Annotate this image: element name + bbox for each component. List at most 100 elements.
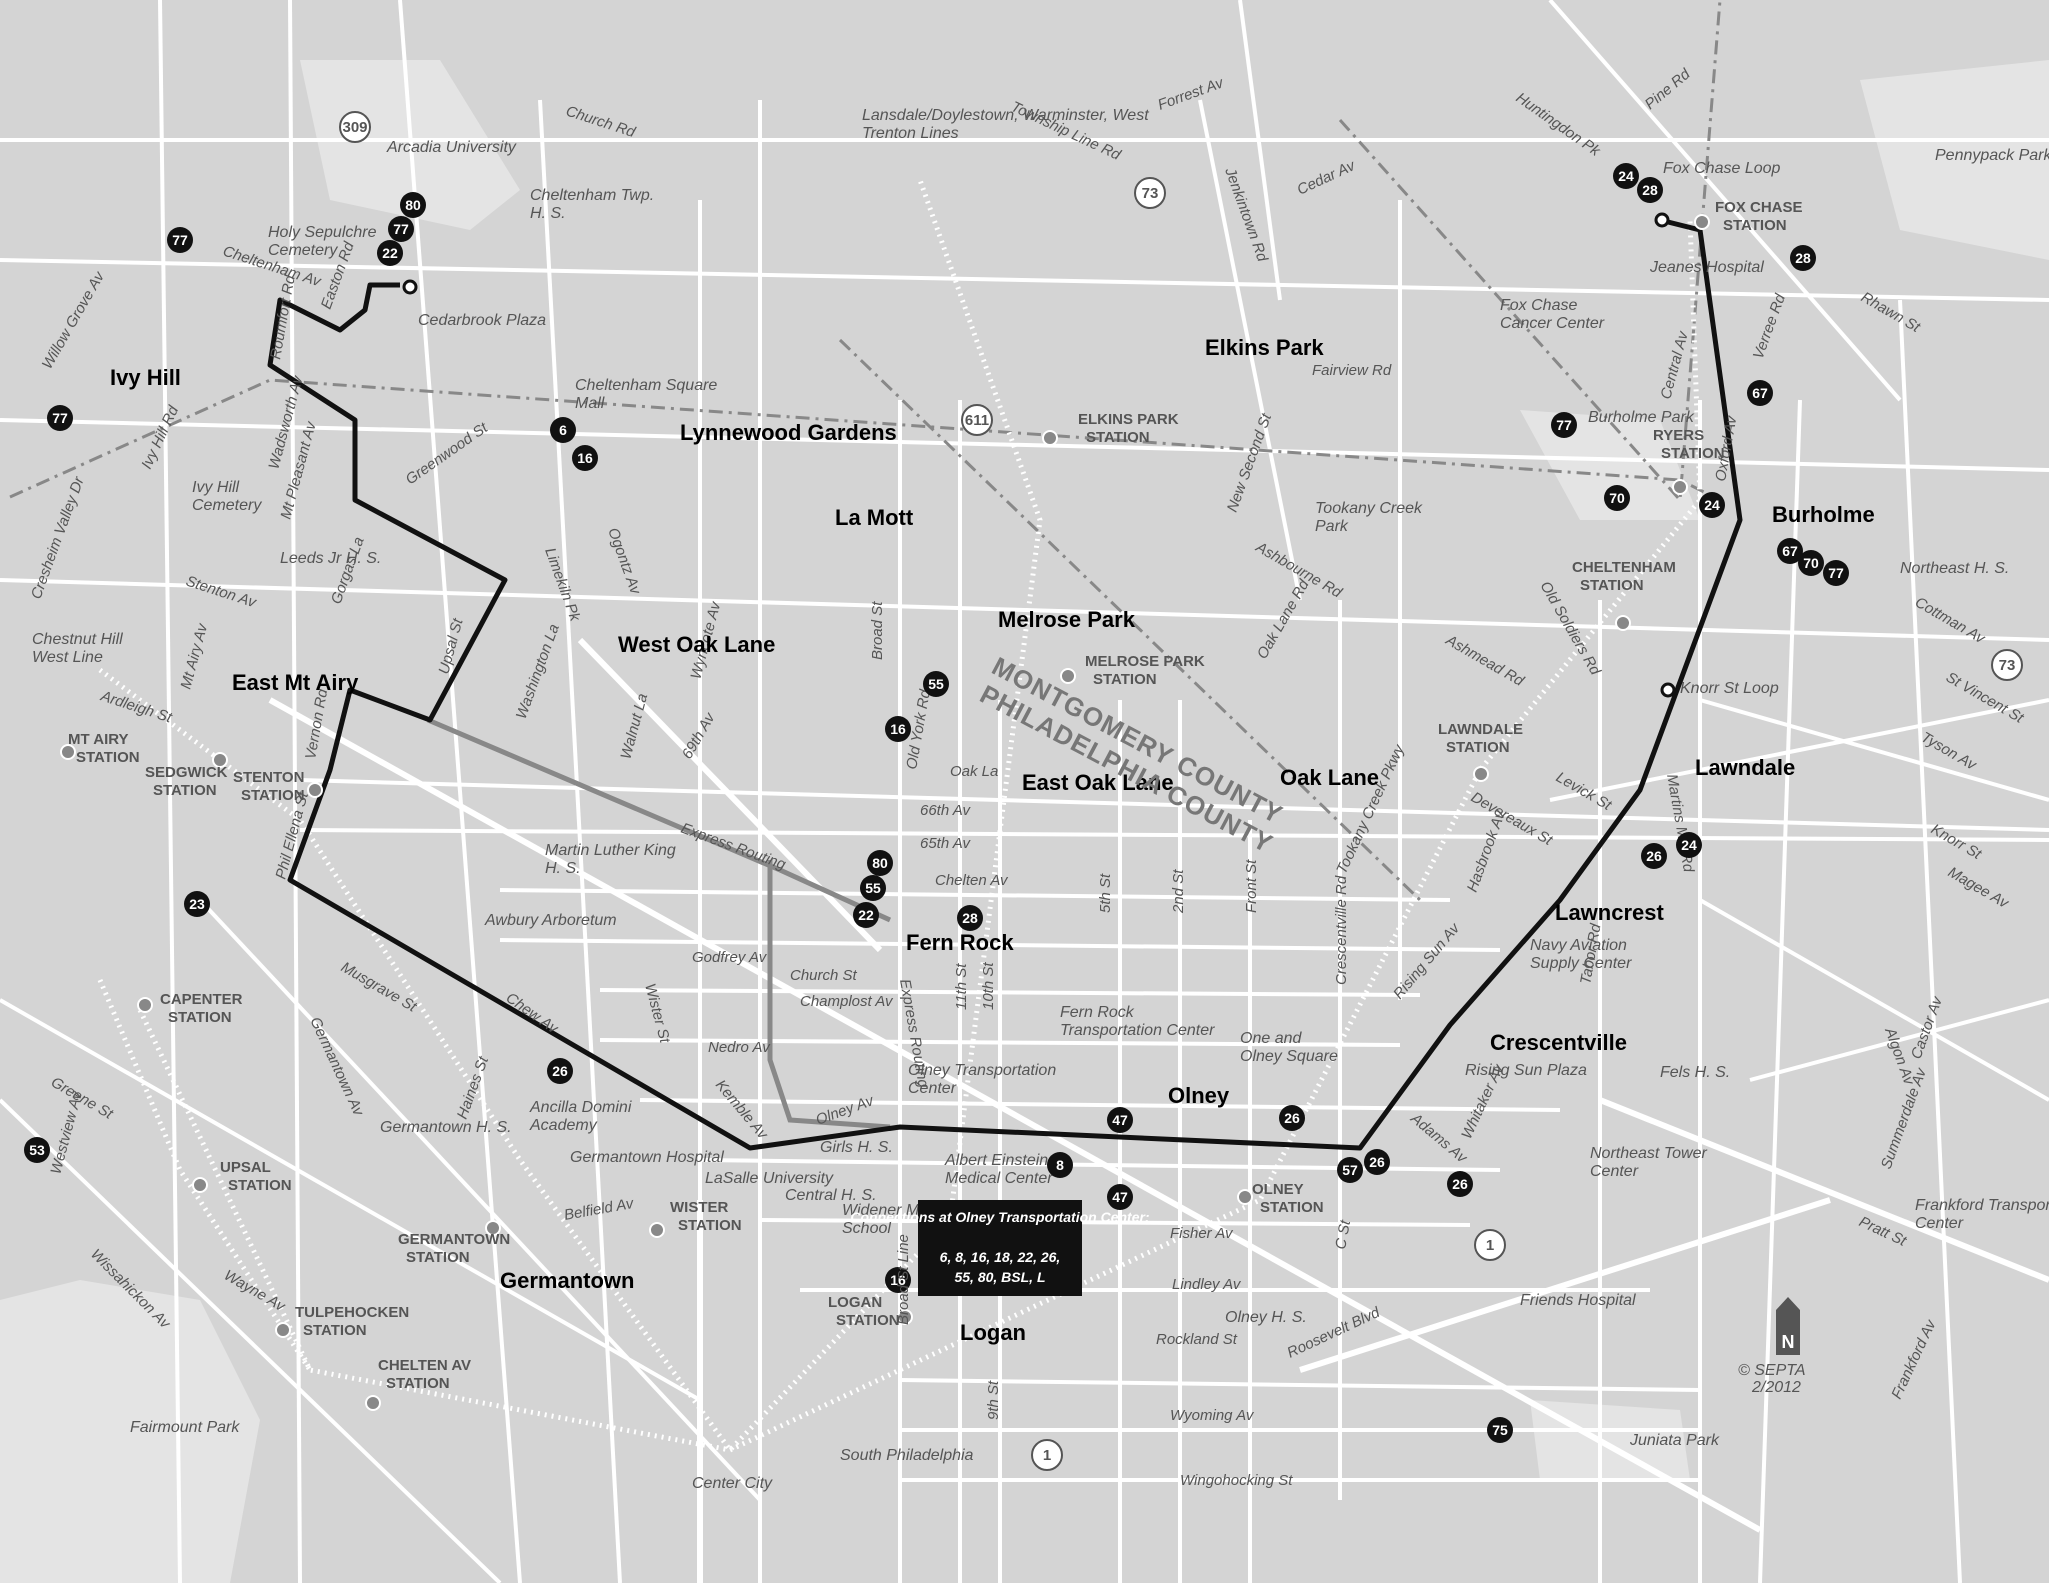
- hood-fern-rock: Fern Rock: [906, 930, 1014, 955]
- route-badge: [550, 417, 576, 443]
- route-badge-label: 26: [552, 1063, 568, 1079]
- fairmount-park: [0, 1280, 260, 1583]
- poi-label: Burholme Park: [1588, 409, 1695, 426]
- street-label: 65th Av: [920, 835, 972, 852]
- route-badge-label: 28: [1795, 250, 1811, 266]
- poi-label: Juniata Park: [1629, 1432, 1720, 1449]
- highway-shield-icon: [1134, 177, 1166, 209]
- station-label: MELROSE PARK: [1085, 653, 1205, 670]
- route-badge: [1337, 1157, 1363, 1183]
- highway-shield-icon: [1991, 649, 2023, 681]
- poi-label: Jeanes Hospital: [1649, 259, 1764, 276]
- poi-label: Friends Hospital: [1520, 1292, 1636, 1309]
- pennypack-park: [1860, 60, 2049, 260]
- connections-routes: 6, 8, 16, 18, 22, 26,: [940, 1249, 1061, 1265]
- poi-label-2: Medical Center: [945, 1170, 1053, 1187]
- route-badge-label: 16: [577, 450, 593, 466]
- poi-label: Arcadia University: [386, 139, 517, 156]
- route-badge-label: 67: [1752, 385, 1768, 401]
- station-label-suffix: STATION: [406, 1249, 470, 1266]
- poi-label-2: Park: [1315, 518, 1349, 535]
- poi-label: One and: [1240, 1030, 1302, 1047]
- poi-label: Cedarbrook Plaza: [418, 312, 546, 329]
- poi-label: Ivy Hill: [192, 479, 240, 496]
- highway-shield-label: 1: [1486, 1237, 1494, 1254]
- poi-label-2: Cancer Center: [1500, 315, 1605, 332]
- station-dot: [897, 1309, 913, 1325]
- route-badge-label: 24: [1618, 168, 1634, 184]
- regional-rail-lines: [97, 179, 1703, 1454]
- express-routing: [427, 717, 892, 923]
- station-label: CAPENTER: [160, 991, 243, 1008]
- station-label: SEDGWICK: [145, 764, 228, 781]
- highway-shield-icon: [961, 404, 993, 436]
- poi-label: Fern Rock: [1060, 1004, 1135, 1021]
- station-dot: [60, 744, 76, 760]
- poi-label-2: Mall: [575, 395, 605, 412]
- route-badge: [1487, 1417, 1513, 1443]
- route-badge: [1551, 412, 1577, 438]
- poi-label: Knorr St Loop: [1680, 680, 1779, 697]
- highway-shield-label: 611: [965, 412, 989, 429]
- street-label: Nedro Av: [708, 1039, 771, 1056]
- hood-east-mt-airy: East Mt Airy: [232, 670, 359, 695]
- poi-label-2: Cemetery: [268, 242, 338, 259]
- route-badge-label: 23: [189, 896, 205, 912]
- route-badge-label: 77: [393, 221, 409, 237]
- connections-box: [918, 1200, 1082, 1296]
- route-badge: [184, 891, 210, 917]
- express-branch: [767, 860, 891, 1130]
- street-label: Broad St: [869, 601, 886, 660]
- poi-label: Navy Aviation: [1530, 937, 1627, 954]
- station-label: ELKINS PARK: [1078, 411, 1179, 428]
- highway-shield-label: 73: [1142, 185, 1159, 202]
- route-badge-label: 26: [1646, 848, 1662, 864]
- station-dot: [1694, 214, 1710, 230]
- copyright: © SEPTA: [1738, 1362, 1806, 1379]
- route-badge: [388, 216, 414, 242]
- route-badge-label: 16: [890, 721, 906, 737]
- rail-line-fox-chase: [1338, 0, 1722, 504]
- route-badge: [853, 902, 879, 928]
- route-badge: [1676, 832, 1702, 858]
- poi-label: Cheltenham Twp.: [530, 187, 654, 204]
- knorr-loop-terminus: [1660, 682, 1676, 698]
- poi-label-2: Center: [1590, 1163, 1639, 1180]
- street-label: 9th St: [985, 1380, 1002, 1420]
- route-badge: [1107, 1107, 1133, 1133]
- juniata-park: [1530, 1400, 1690, 1480]
- station-label: CHELTENHAM: [1572, 559, 1676, 576]
- station-label: RYERS: [1653, 427, 1704, 444]
- poi-label: Germantown Hospital: [570, 1149, 724, 1166]
- street-label: 11th St: [953, 963, 970, 1010]
- station-label-suffix: STATION: [168, 1009, 232, 1026]
- poi-label: Fels H. S.: [1660, 1064, 1730, 1081]
- hood-olney: Olney: [1168, 1083, 1230, 1108]
- station-label-suffix: STATION: [1723, 217, 1787, 234]
- street-label: Crescentville Rd: [1333, 875, 1350, 985]
- station-label-suffix: STATION: [76, 749, 140, 766]
- street-label: Wyoming Av: [1170, 1407, 1255, 1424]
- route-badge-label: 55: [928, 676, 944, 692]
- route-badge-label: 8: [1056, 1157, 1064, 1173]
- poi-label: Fox Chase Loop: [1663, 160, 1781, 177]
- route-badge: [957, 905, 983, 931]
- connections-title: Connections at Olney Transportation Cent…: [850, 1209, 1149, 1225]
- route-badge: [867, 850, 893, 876]
- poi-label-2: Academy: [529, 1117, 598, 1134]
- highway-shield-label: 309: [342, 119, 367, 136]
- street-label: Lindley Av: [1172, 1276, 1242, 1293]
- street-label: Oak La: [950, 763, 998, 780]
- hood-lawndale: Lawndale: [1695, 755, 1795, 780]
- poi-label: Albert Einstein: [944, 1152, 1048, 1169]
- station-dot: [1615, 615, 1631, 631]
- parks: [0, 60, 2049, 1583]
- poi-label: Chestnut Hill: [32, 631, 123, 648]
- street-label: 66th Av: [920, 802, 972, 819]
- street-label: C St: [1332, 1218, 1354, 1251]
- route-badge: [1047, 1152, 1073, 1178]
- street-label: Chelten Av: [935, 872, 1009, 889]
- route-badge: [572, 445, 598, 471]
- station-label-suffix: STATION: [241, 787, 305, 804]
